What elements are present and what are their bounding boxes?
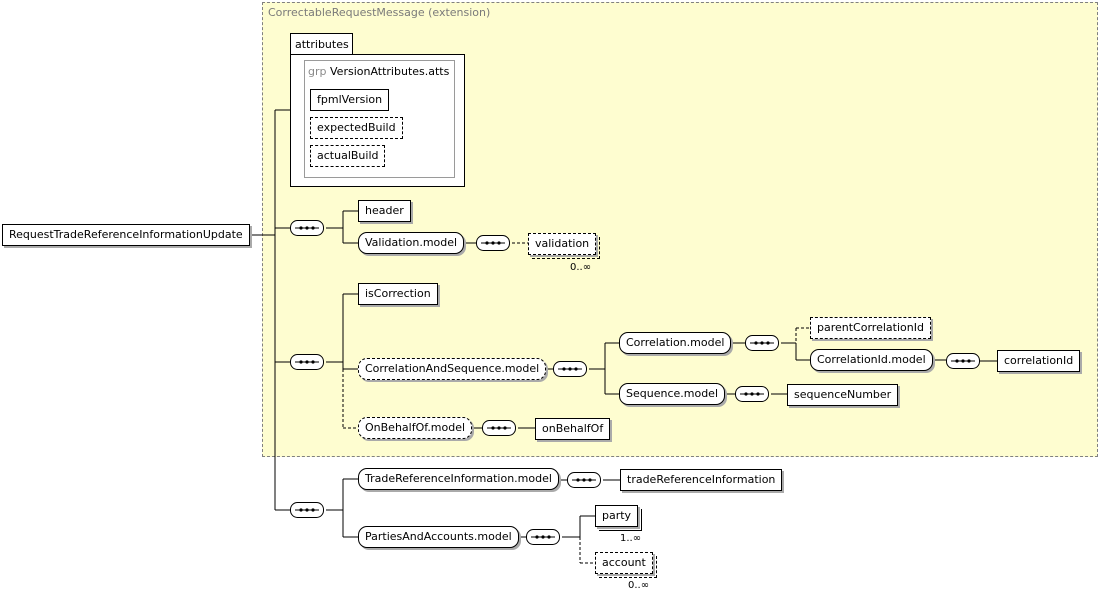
element-validation-label: validation <box>535 237 590 250</box>
group-correlation-id-model-label: CorrelationId.model <box>817 353 926 366</box>
sequence-compositor-icon[interactable] <box>946 353 980 369</box>
element-trade-reference-information[interactable]: tradeReferenceInformation <box>620 469 783 491</box>
element-correlation-id[interactable]: correlationId <box>997 350 1081 372</box>
element-validation[interactable]: validation <box>528 233 601 259</box>
element-on-behalf-of-label: onBehalfOf <box>542 422 604 435</box>
group-parties-and-accounts-model-label: PartiesAndAccounts.model <box>365 530 512 543</box>
extension-label: CorrectableRequestMessage (extension) <box>268 6 491 19</box>
sequence-compositor-icon[interactable] <box>290 502 324 518</box>
element-parent-correlation-id-label: parentCorrelationId <box>817 321 924 334</box>
validation-cardinality: 0..∞ <box>570 262 592 273</box>
sequence-compositor-icon[interactable] <box>567 472 601 488</box>
sequence-compositor-icon[interactable] <box>553 361 587 377</box>
group-sequence-model[interactable]: Sequence.model <box>619 383 726 405</box>
group-correlation-and-sequence-model[interactable]: CorrelationAndSequence.model <box>358 358 547 380</box>
root-element[interactable]: RequestTradeReferenceInformationUpdate <box>2 224 250 246</box>
root-element-label: RequestTradeReferenceInformationUpdate <box>9 228 243 241</box>
account-cardinality: 0..∞ <box>628 580 650 591</box>
element-account[interactable]: account <box>595 552 657 578</box>
group-validation-model-label: Validation.model <box>365 236 458 249</box>
group-correlation-and-sequence-model-label: CorrelationAndSequence.model <box>365 362 540 375</box>
party-cardinality: 1..∞ <box>620 533 642 544</box>
element-is-correction-label: isCorrection <box>365 287 431 300</box>
sequence-compositor-icon[interactable] <box>476 235 510 251</box>
element-trade-reference-information-label: tradeReferenceInformation <box>627 473 776 486</box>
attribute-group-keyword: grp <box>308 65 327 78</box>
attribute-expected-build-label: expectedBuild <box>317 121 396 134</box>
group-sequence-model-label: Sequence.model <box>626 387 719 400</box>
element-parent-correlation-id[interactable]: parentCorrelationId <box>810 317 931 339</box>
attribute-actual-build-label: actualBuild <box>317 149 379 162</box>
group-correlation-model[interactable]: Correlation.model <box>619 332 732 354</box>
sequence-compositor-icon[interactable] <box>745 335 779 351</box>
element-is-correction[interactable]: isCorrection <box>358 283 438 305</box>
group-correlation-model-label: Correlation.model <box>626 336 725 349</box>
group-on-behalf-of-model[interactable]: OnBehalfOf.model <box>358 417 473 439</box>
group-parties-and-accounts-model[interactable]: PartiesAndAccounts.model <box>358 526 519 548</box>
sequence-compositor-icon[interactable] <box>290 220 324 236</box>
element-sequence-number[interactable]: sequenceNumber <box>787 384 899 406</box>
sequence-compositor-icon[interactable] <box>526 529 560 545</box>
group-trade-reference-information-model[interactable]: TradeReferenceInformation.model <box>358 468 559 490</box>
sequence-compositor-icon[interactable] <box>735 386 769 402</box>
attribute-group-name: VersionAttributes.atts <box>330 65 450 78</box>
element-party[interactable]: party <box>595 505 643 531</box>
sequence-compositor-icon[interactable] <box>290 354 324 370</box>
element-party-label: party <box>602 509 632 522</box>
attributes-tab-label: attributes <box>295 38 349 51</box>
attributes-tab[interactable]: attributes <box>290 33 353 55</box>
attribute-expected-build[interactable]: expectedBuild <box>310 117 403 139</box>
sequence-compositor-icon[interactable] <box>482 420 516 436</box>
element-sequence-number-label: sequenceNumber <box>794 388 892 401</box>
group-trade-reference-information-model-label: TradeReferenceInformation.model <box>365 472 552 485</box>
attribute-group-title: grp VersionAttributes.atts <box>308 65 449 78</box>
group-correlation-id-model[interactable]: CorrelationId.model <box>810 349 933 371</box>
element-on-behalf-of[interactable]: onBehalfOf <box>535 418 611 440</box>
attribute-actual-build[interactable]: actualBuild <box>310 145 386 167</box>
group-validation-model[interactable]: Validation.model <box>358 232 465 254</box>
element-correlation-id-label: correlationId <box>1004 354 1074 367</box>
element-header-label: header <box>365 204 404 217</box>
attribute-fpml-version-label: fpmlVersion <box>317 93 383 106</box>
group-on-behalf-of-model-label: OnBehalfOf.model <box>365 421 466 434</box>
element-account-label: account <box>602 556 646 569</box>
attribute-fpml-version[interactable]: fpmlVersion <box>310 89 390 111</box>
element-header[interactable]: header <box>358 200 411 222</box>
